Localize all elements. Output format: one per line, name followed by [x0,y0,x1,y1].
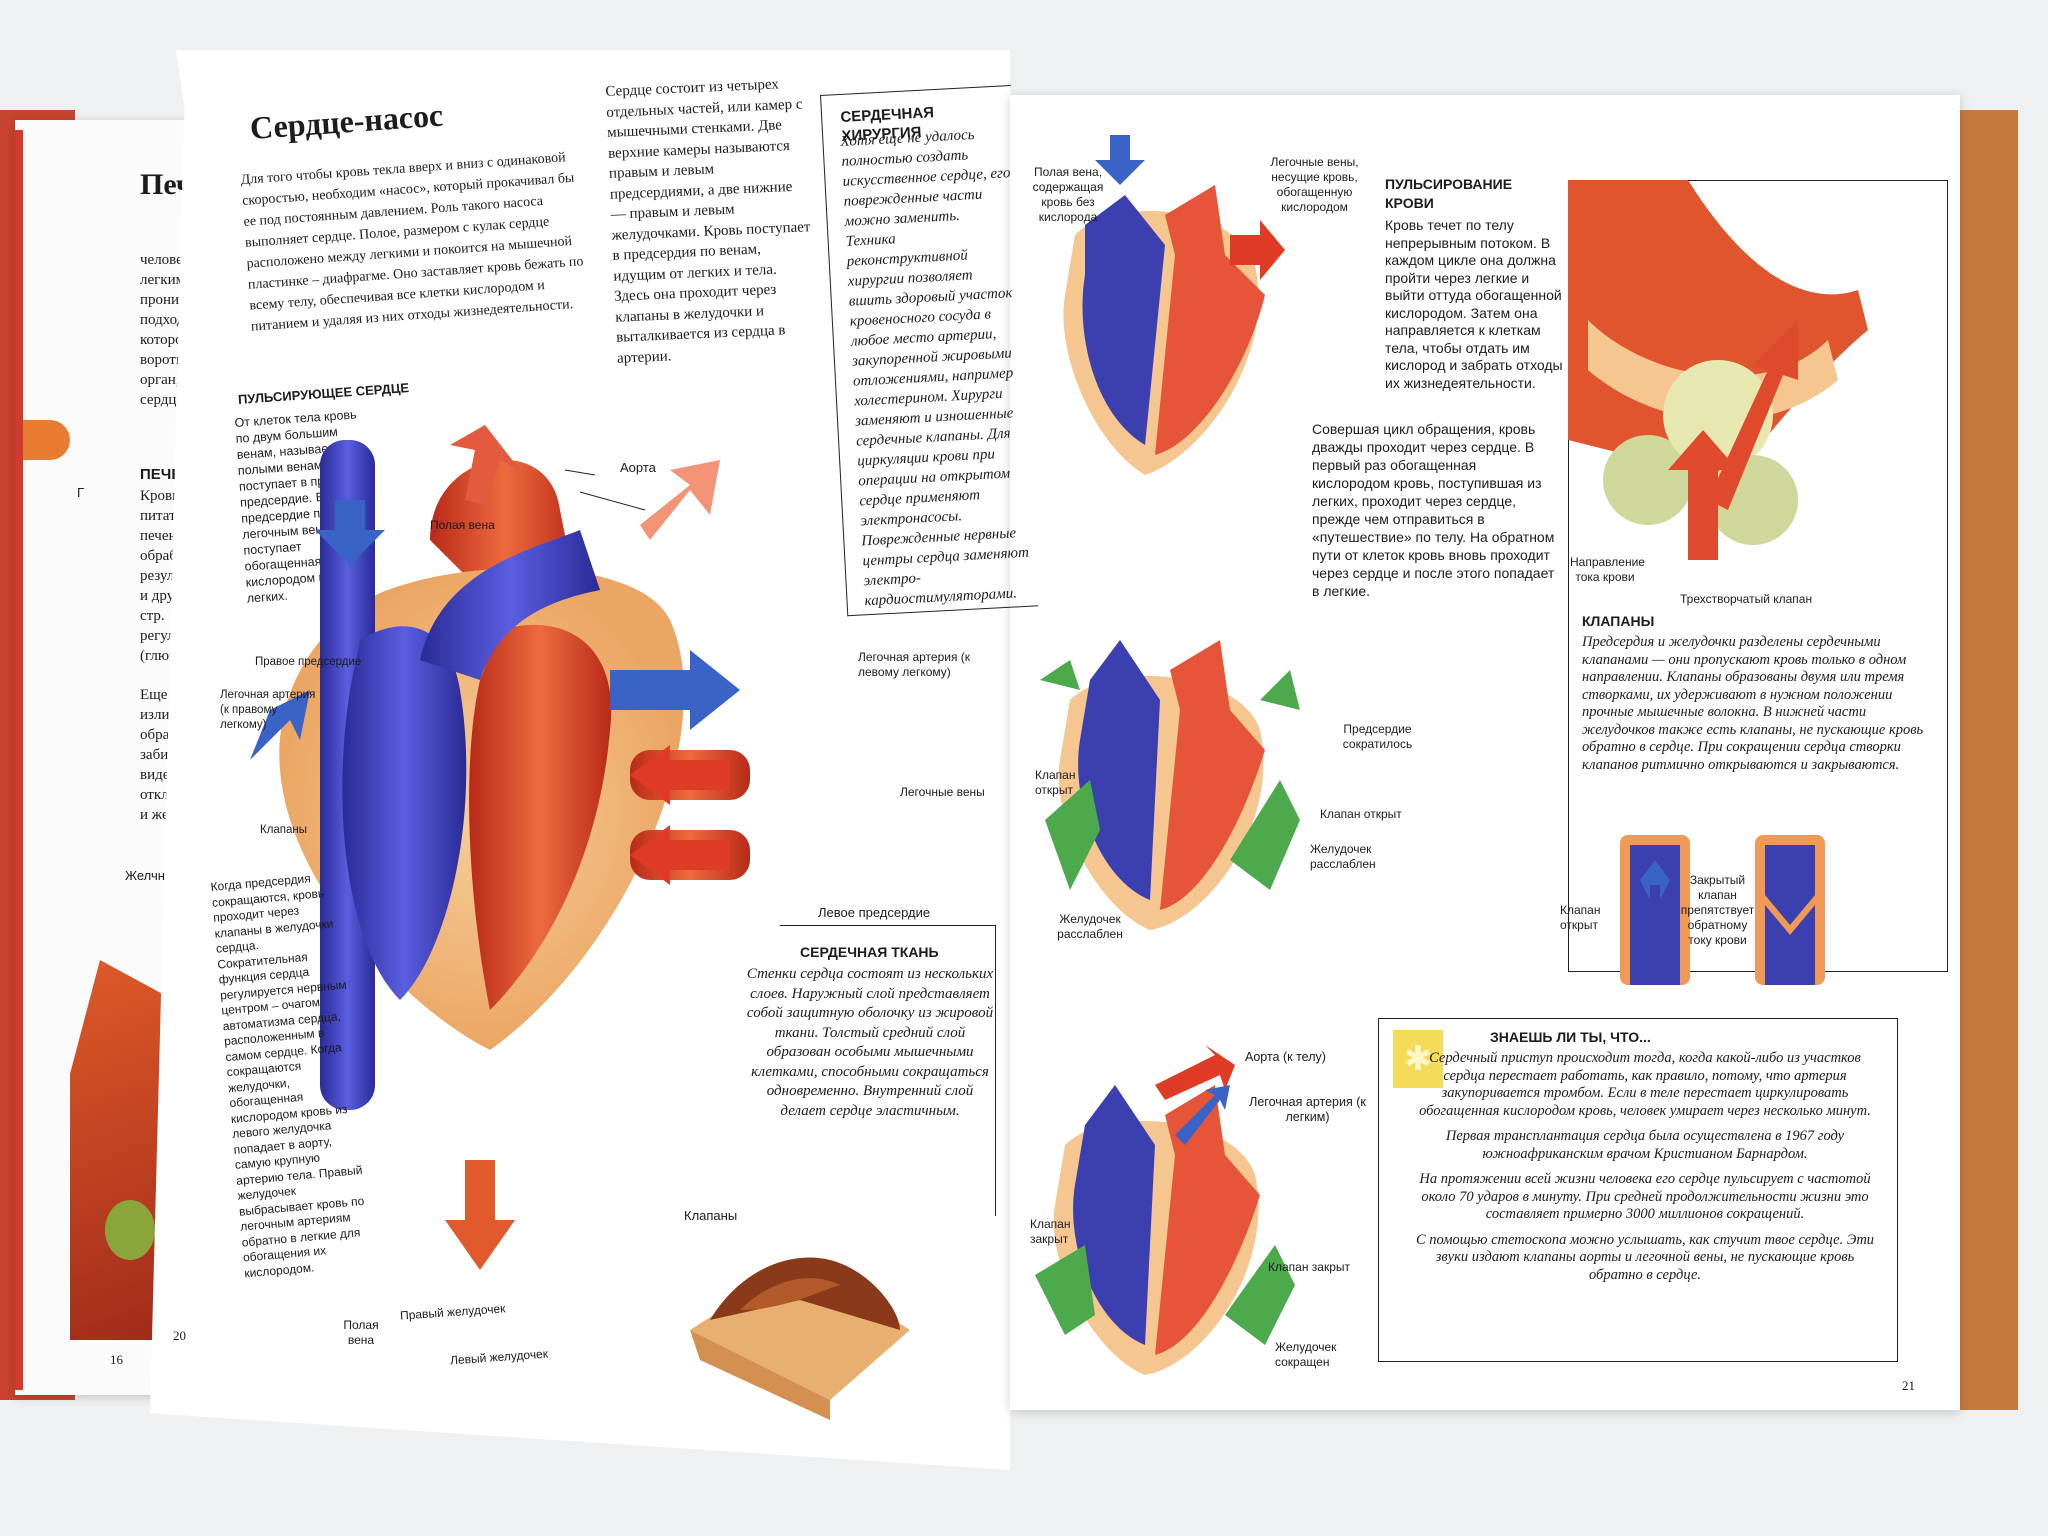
back-page-lines: человеч легкими прониза подходи котором … [140,250,220,410]
label-left-atrium: Левое предсердие [818,905,931,920]
diagram-heart-2 [1040,640,1300,930]
label-vena: Полая вена [430,518,495,532]
know-heading: ЗНАЕШЬ ЛИ ТЫ, ЧТО... [1490,1029,1651,1045]
arrow-up-blue [315,500,385,565]
liver-red-strip [15,420,70,460]
vitruvian-icon: ✱ [1393,1030,1443,1088]
label-pulm-artery-right: Легочная артерия (к правому легкому) [220,689,316,731]
label-vena-bottom: Полая вена [343,1318,379,1347]
pulmonary-artery [420,530,600,680]
d3-label-pulm: Легочная артерия (к легким) [1249,1095,1366,1124]
back-sub-line: и друг [140,588,181,604]
arrow-left-blue [250,690,310,760]
valve-open-diagram [1620,835,1690,985]
back-sub-line: регул [140,628,175,644]
left-page-number: 20 [173,1328,186,1343]
valve-leaflet [1603,435,1693,525]
liver-illustration [70,960,170,1340]
tissue-heading: СЕРДЕЧНАЯ ТКАНЬ [800,944,939,960]
label-aorta: Аорта [620,460,656,475]
back-sub-line: резуль [140,568,182,584]
book-cover-right [1960,110,2018,1410]
know-item: С помощью стетоскопа можно услышать, как… [1415,1231,1875,1283]
flow-text-2: Совершая цикл обращения, кровь дважды пр… [1312,421,1555,599]
tissue-box [780,925,996,1216]
label-valve-closed-small: Закрытый клапан препятствует обратному т… [1680,873,1755,947]
know-item: На протяжении всей жизни человека его се… [1419,1171,1871,1222]
d2-label-atria: Предсердие сократилось [1342,722,1413,751]
back-sub-line: забир [140,747,176,763]
back-line: человеч [140,252,191,268]
know-item: Первая трансплантация сердца была осущес… [1445,1128,1845,1162]
back-sub-line: печень [140,528,184,544]
d3-label-valve-closed-l: Клапан закрыт [1030,1217,1071,1246]
tissue-text: Стенки сердца состоят из нескольких слое… [746,966,994,1119]
d1-label-pulm: Легочные вены, несущие кровь, обогащенну… [1270,155,1359,214]
surgery-text: Хотя еще не удалось полностью создать ис… [840,126,1030,610]
d2-label-valve-open-l: Клапан открыт [1035,768,1076,797]
arrow-red-left-1 [630,745,730,805]
back-sub-line: стр. [140,608,165,624]
back-sub-lines: Кровь питате печень обрабо резуль и друг… [140,486,210,666]
label-right-atrium: Правое предсердие [255,656,362,668]
label-valves: Клапаны [260,824,308,836]
back-sub-line: обра [140,727,170,743]
d2-label-ventricle-r: Желудочек расслаблен [1310,842,1376,871]
label-pulm-artery-left: Легочная артерия (к левому легкому) [858,650,971,679]
d2-label-ventricle-l: Желудочек расслаблен [1057,912,1123,941]
d3-label-aorta: Аорта (к телу) [1245,1050,1326,1064]
back-sub-line: и же [140,807,169,823]
valve-illustration [1568,180,1868,560]
arrow-down [445,1160,515,1270]
arrow-right-top [640,460,720,540]
back-line: прониза [140,292,192,308]
back-sub-line: Еще [140,687,168,703]
intro-text: Для того чтобы кровь текла вверх и вниз … [240,150,584,335]
label-direction: Направление тока крови [1570,555,1645,584]
flow-text: Кровь течет по телу непрерывным потоком.… [1385,217,1563,391]
back-sub-line: питате [140,508,183,524]
back-page-number: 16 [110,1352,123,1367]
valve-closed-diagram [1755,835,1825,985]
d2-label-valve-open-r: Клапан открыт [1320,807,1402,821]
valves-text: Предсердия и желудочки разделены сердечн… [1582,634,1924,773]
label-pulm-veins: Легочные вены [900,785,985,799]
d1-label-vena: Полая вена, содержащая кровь без кислоро… [1032,165,1104,224]
back-sub-line: виде [140,767,170,783]
back-sub-line: Кровь [140,488,179,504]
know-item: Сердечный приступ происходит тогда, когд… [1419,1050,1871,1119]
back-bottom-label: Желчн [125,868,165,883]
label-tricuspid: Трехстворчатый клапан [1680,592,1813,606]
tissue-block [690,1257,910,1420]
know-items: Сердечный приступ происходит тогда, когд… [1410,1050,1880,1284]
d3-label-valve-closed-r: Клапан закрыт [1268,1260,1351,1274]
column2-text: Сердце состоит из четырех отдельных част… [605,76,811,367]
left-chamber [469,624,612,1010]
back-line: сердца [140,392,184,408]
heart-illustration [250,425,750,1270]
liver-organ-round [105,1200,155,1260]
valves-heading: КЛАПАНЫ [1582,613,1655,629]
flow-heading: ПУЛЬСИРОВАНИЕ КРОВИ [1385,176,1513,211]
arrow-aorta [450,425,520,505]
arrow-blue-right [610,650,740,730]
label-valves-bottom: Клапаны [684,1208,738,1223]
know-box [1378,1018,1898,1362]
liver-red-bar [15,130,23,1390]
back-mid-letter: Г [77,485,85,500]
arrow-red-left-2 [630,825,730,885]
label-valve-open-small: Клапан открыт [1560,903,1601,932]
diagram-heart-1 [1063,135,1285,475]
right-page-number: 21 [1902,1378,1915,1393]
diagram-heart-3 [1035,1045,1295,1375]
d3-label-ventricle: Желудочек сокращен [1275,1340,1337,1369]
right-chamber [342,626,467,1000]
